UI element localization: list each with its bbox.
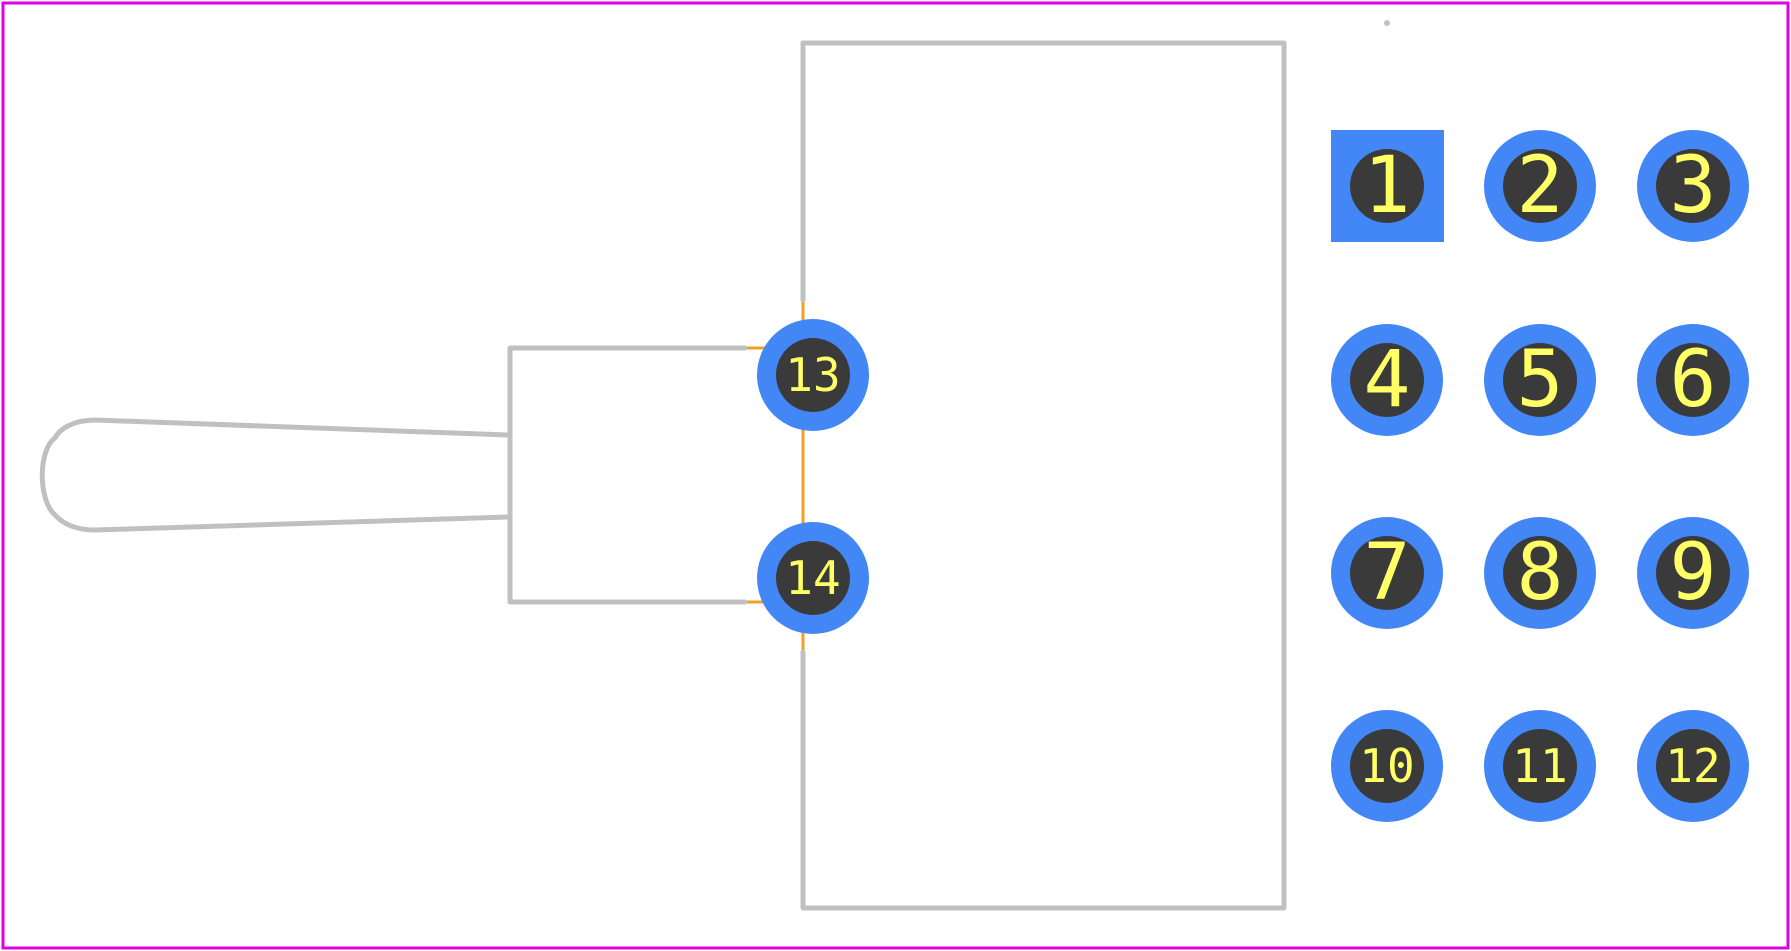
- pad-13[interactable]: 13: [757, 319, 869, 431]
- pad-14-hole: [776, 541, 850, 615]
- pad-7-hole: [1350, 536, 1424, 610]
- pad-2[interactable]: 2: [1484, 130, 1596, 242]
- pad-3-hole: [1656, 149, 1730, 223]
- pad-13-label: 13: [785, 348, 840, 402]
- bushing-outline: [507, 345, 748, 605]
- pad-9-hole: [1656, 536, 1730, 610]
- pad-11[interactable]: 11: [1484, 710, 1596, 822]
- pad-10[interactable]: 10: [1331, 710, 1443, 822]
- pad-8-label: 8: [1517, 528, 1564, 618]
- pad-6-label: 6: [1670, 335, 1717, 425]
- pad-5-hole: [1503, 343, 1577, 417]
- pad-10-label: 10: [1359, 739, 1414, 793]
- pad-1-label: 1: [1364, 141, 1411, 231]
- pad-2-hole: [1503, 149, 1577, 223]
- pad-3-label: 3: [1670, 141, 1717, 231]
- pads-layer: 1 2 3 4 5 6 7: [757, 130, 1749, 822]
- pad-8-hole: [1503, 536, 1577, 610]
- pad-1[interactable]: 1: [1331, 130, 1444, 242]
- pad-11-label: 11: [1512, 739, 1567, 793]
- toggle-lever-outline: [39, 417, 511, 533]
- pad-3[interactable]: 3: [1637, 130, 1749, 242]
- pad-7-label: 7: [1364, 528, 1411, 618]
- origin-marker: [1384, 20, 1390, 26]
- silkscreen-layer: [39, 20, 1390, 911]
- pad-12-hole: [1656, 729, 1730, 803]
- pad-4[interactable]: 4: [1331, 324, 1443, 436]
- pad-12[interactable]: 12: [1637, 710, 1749, 822]
- pad-6[interactable]: 6: [1637, 324, 1749, 436]
- pad-1-hole: [1350, 149, 1424, 223]
- pad-7[interactable]: 7: [1331, 517, 1443, 629]
- pad-10-hole: [1350, 729, 1424, 803]
- pad-14[interactable]: 14: [757, 522, 869, 634]
- pad-4-label: 4: [1364, 335, 1411, 425]
- pad-6-hole: [1656, 343, 1730, 417]
- pad-9[interactable]: 9: [1637, 517, 1749, 629]
- pad-4-hole: [1350, 343, 1424, 417]
- pad-13-hole: [776, 338, 850, 412]
- switch-body-outline: [800, 40, 1287, 911]
- pad-5-label: 5: [1517, 335, 1564, 425]
- pad-11-hole: [1503, 729, 1577, 803]
- pad-8[interactable]: 8: [1484, 517, 1596, 629]
- pad-2-label: 2: [1517, 141, 1564, 231]
- pad-5[interactable]: 5: [1484, 324, 1596, 436]
- pad-14-label: 14: [785, 551, 840, 605]
- pad-9-label: 9: [1670, 528, 1717, 618]
- pad-12-label: 12: [1665, 739, 1720, 793]
